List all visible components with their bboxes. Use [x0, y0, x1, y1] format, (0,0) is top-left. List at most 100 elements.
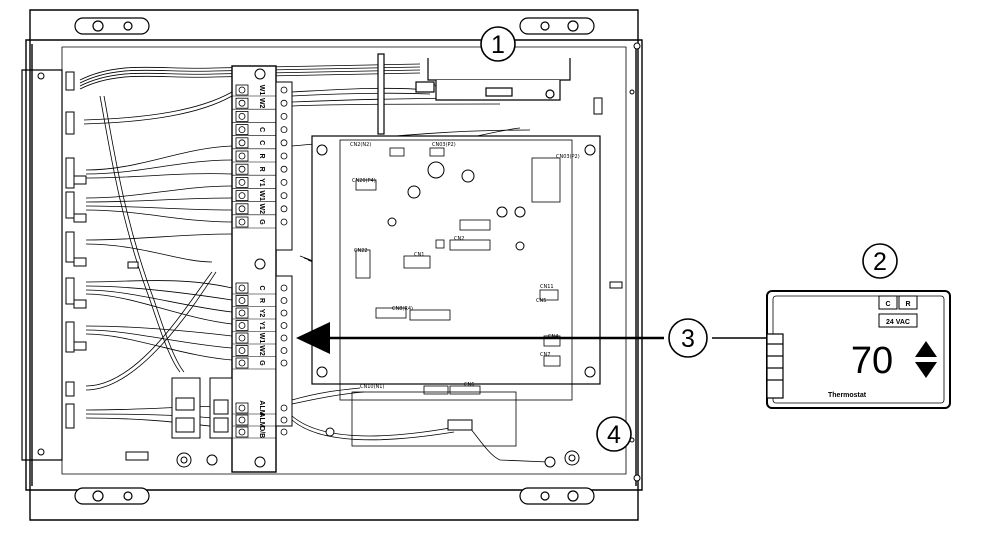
thermostat-badge-c: [878, 295, 898, 310]
terminal-screw-head: [238, 218, 246, 226]
terminal-screw-head: [238, 416, 246, 424]
connector-label: CN3: [430, 84, 440, 90]
terminal-label: ALM: [258, 412, 265, 427]
terminal-label: W2: [258, 98, 265, 109]
terminal-screw-head: [238, 347, 246, 354]
callout-4-number: 4: [607, 421, 621, 449]
terminal-label: ALM: [258, 400, 265, 415]
terminal-lug: [280, 113, 288, 120]
connector-label: CN03(P2): [556, 154, 580, 160]
terminal-lug: [280, 178, 288, 186]
connector-label: CN8(R4): [392, 306, 413, 312]
terminal-screw-head: [238, 165, 246, 173]
terminal-upper-6: R: [232, 163, 288, 176]
terminal-upper-1: W2: [232, 97, 288, 110]
terminal-screw-head: [238, 428, 246, 436]
terminal-label: G: [258, 219, 265, 225]
connector-label: CN2(N2): [350, 142, 371, 148]
terminal-lug: [280, 192, 288, 200]
connector-label: CN10(N1): [360, 384, 384, 390]
terminal-lower-4: W1: [232, 332, 288, 345]
thermostat-badge-c-label: C: [885, 301, 890, 308]
terminal-lug: [280, 139, 288, 147]
terminal-screw-head: [238, 404, 246, 412]
terminal-label: W2: [258, 204, 265, 215]
thermostat-badge-r: [898, 295, 918, 310]
terminal-lower-2: Y2: [232, 307, 288, 320]
thermostat-badge-r-label: R: [905, 301, 910, 308]
connector-label: CN11: [540, 284, 554, 290]
terminal-lower-1: R: [232, 295, 288, 307]
connector-label: CN5: [536, 298, 546, 304]
terminal-upper-3: C: [232, 124, 288, 136]
callout-2-number: 2: [873, 248, 887, 276]
terminal-screw-head: [238, 192, 246, 200]
terminal-label: W2: [258, 345, 265, 356]
terminal-label: R: [258, 298, 265, 303]
connector-label: CN03(P2): [432, 142, 456, 148]
terminal-label: W1: [258, 85, 265, 96]
terminal-screw-head: [238, 284, 246, 292]
thermostat-label: Thermostat: [828, 392, 867, 399]
callout-1-number: 1: [491, 31, 505, 59]
terminal-screw-head: [238, 113, 246, 120]
thermostat: C R 24 VAC 70 Thermostat: [766, 290, 951, 409]
bottom-components: [125, 97, 623, 468]
terminal-upper-8: W1: [232, 190, 288, 202]
mounting-keyholes: [74, 17, 595, 505]
terminal-label: C: [258, 127, 265, 132]
terminal-lug: [280, 334, 288, 342]
terminal-label: G: [258, 360, 265, 366]
thermostat-voltage-label: 24 VAC: [886, 319, 910, 326]
terminal-bottom-2: O/B: [232, 426, 288, 439]
terminal-screw-head: [238, 297, 246, 304]
terminal-label: C: [258, 285, 265, 290]
terminal-label: Y1: [258, 321, 265, 330]
connector-label: CN20(P4): [352, 178, 376, 184]
terminal-upper-7: Y1: [232, 176, 288, 189]
terminal-upper-0: W1: [232, 84, 288, 97]
arrow-to-strip: [296, 322, 768, 354]
terminal-label: W1: [258, 333, 265, 344]
callout-3-number: 3: [681, 325, 695, 353]
terminal-label: O/B: [258, 426, 265, 438]
terminal-lug: [280, 347, 288, 354]
terminal-upper-9: W2: [232, 203, 288, 216]
terminal-label: R: [258, 153, 265, 158]
terminal-lower-3: Y1: [232, 320, 288, 332]
callout-4: 4: [596, 416, 632, 452]
terminal-lug: [280, 205, 288, 213]
terminal-bottom-0: ALM: [232, 400, 288, 416]
terminal-screw-head: [238, 86, 246, 94]
thermostat-temperature: 70: [851, 340, 893, 382]
terminal-label: R: [258, 167, 265, 172]
terminal-bottom-1: ALM: [232, 412, 288, 428]
thermostat-terminal-block: [766, 333, 784, 399]
terminal-lug: [280, 126, 288, 134]
terminal-lug: [280, 359, 288, 367]
terminal-screw-head: [238, 309, 246, 317]
callout-3: 3: [668, 318, 708, 358]
left-connectors: [65, 71, 87, 429]
terminal-upper-2: [232, 111, 288, 123]
control-board: [311, 135, 601, 401]
terminal-screw-head: [238, 322, 246, 329]
thermostat-voltage-badge: [878, 313, 918, 328]
terminal-screw-head: [238, 139, 246, 147]
terminal-label: W1: [258, 190, 265, 201]
connector-label: CN22: [354, 248, 368, 254]
temp-down-arrow-icon: [915, 362, 937, 378]
temp-up-arrow-icon: [915, 341, 937, 357]
terminal-screw-head: [238, 178, 246, 186]
terminal-screw-head: [238, 126, 246, 134]
terminal-lug: [280, 309, 288, 317]
terminal-lug: [280, 404, 288, 412]
terminal-lug: [280, 284, 288, 292]
terminal-lug: [280, 99, 288, 107]
terminal-label: C: [258, 140, 265, 145]
terminal-lug: [280, 322, 288, 329]
terminal-lower-6: G: [232, 357, 288, 370]
terminal-lower-0: C: [232, 282, 288, 295]
